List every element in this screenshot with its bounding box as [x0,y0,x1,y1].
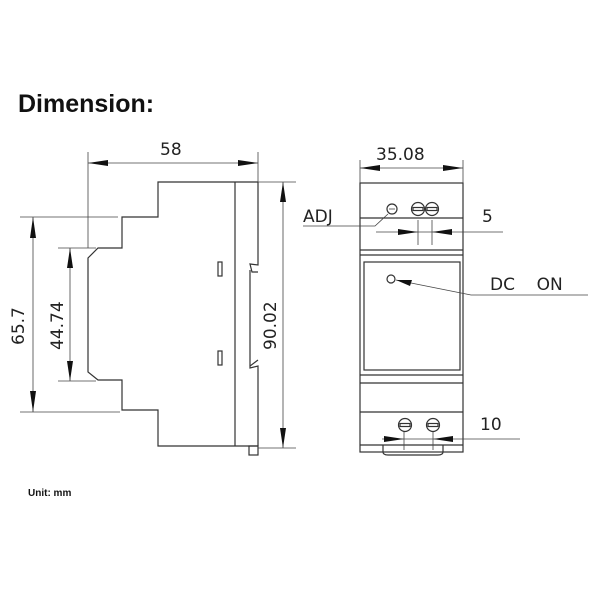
terminal-screw-icon [410,201,440,217]
slot-upper [217,261,223,277]
dim-height-label: 90.02 [261,301,281,350]
side-view: 58 65.7 44.74 90.02 [9,140,296,456]
dim-bottom-pitch-label: 10 [480,415,502,435]
terminal-screw-icon [397,417,441,433]
led-label: DC ON [490,275,563,295]
dim-width-label: 58 [160,140,182,160]
adj-potentiometer-icon [386,203,398,215]
din-clip [249,182,259,446]
led-indicator-icon [386,274,396,284]
front-window [363,261,461,371]
dim-rail-inner-label: 44.74 [48,301,68,350]
adj-label: ADJ [303,207,333,227]
side-foot [248,445,259,456]
slot-lower [217,350,223,366]
side-outline [87,181,258,447]
front-outline [359,182,464,453]
front-view: 35.08 ADJ 5 DC ON 10 [303,145,588,456]
dim-rail-outer-label: 65.7 [9,307,29,345]
dim-top-pitch-label: 5 [482,207,493,227]
unit-note: Unit: mm [28,488,72,499]
page-title: Dimension: [18,90,155,118]
front-foot [382,445,444,456]
dim-front-width-label: 35.08 [376,145,425,165]
